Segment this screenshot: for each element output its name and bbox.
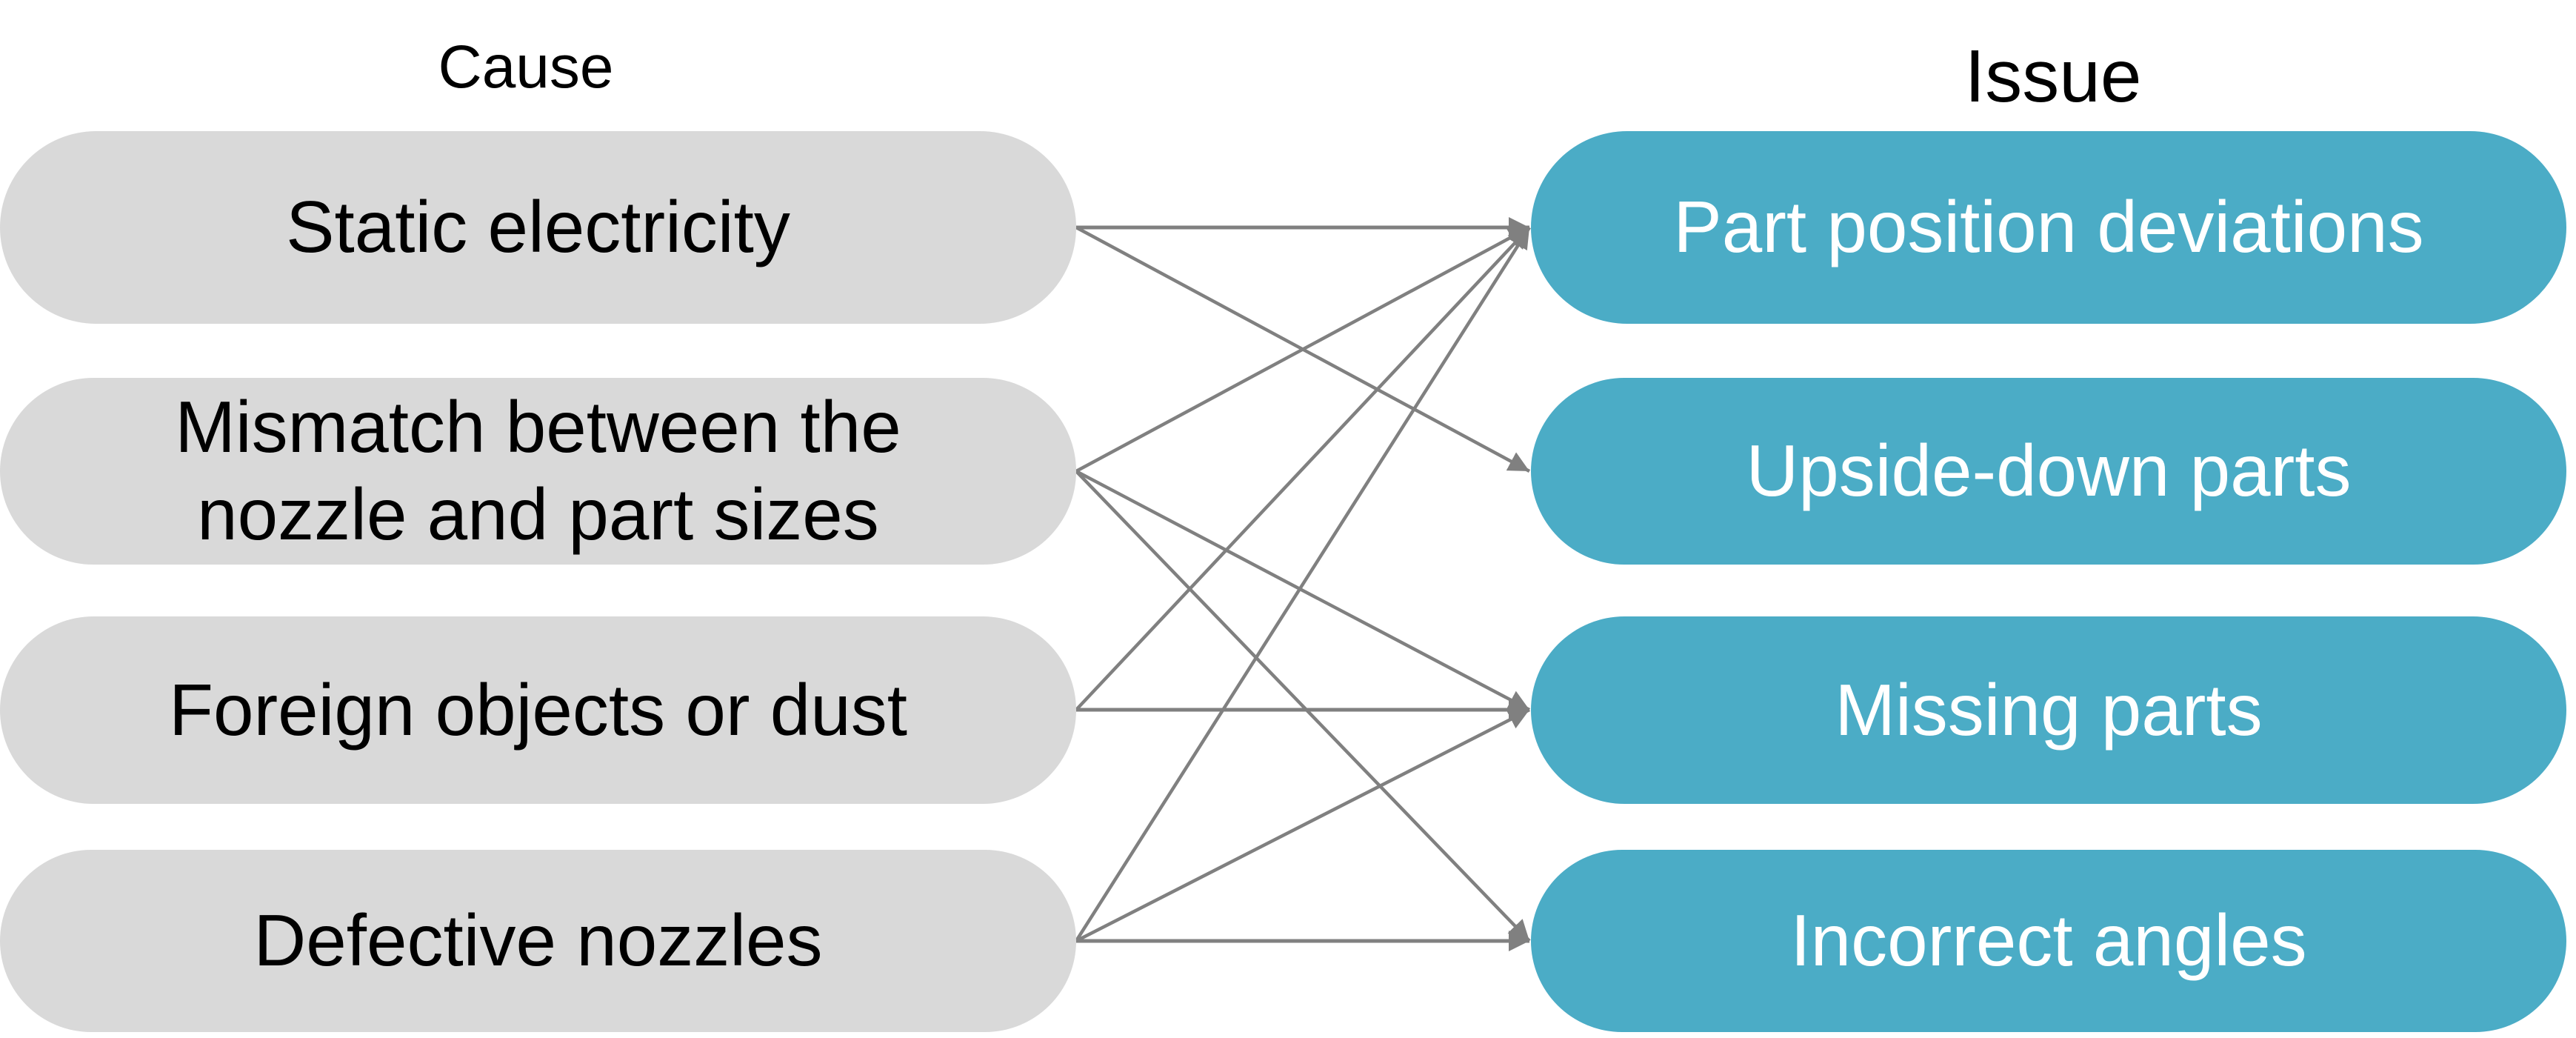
issue-label: Missing parts bbox=[1835, 668, 2263, 751]
issue-label: Incorrect angles bbox=[1790, 899, 2307, 982]
arrow-mismatch-to-missing bbox=[1075, 470, 1531, 711]
cause-label-line-1: Mismatch between the bbox=[175, 386, 901, 468]
cause-column-header: Cause bbox=[438, 33, 614, 101]
cause-label: Foreign objects or dust bbox=[169, 668, 907, 751]
arrow-mismatch-to-angles bbox=[1075, 470, 1531, 942]
cause-node-nozzle-size-mismatch: Mismatch between the nozzle and part siz… bbox=[0, 378, 1076, 565]
cause-node-static-electricity: Static electricity bbox=[0, 131, 1076, 324]
issue-node-incorrect-angles: Incorrect angles bbox=[1531, 850, 2566, 1032]
cause-node-defective-nozzles: Defective nozzles bbox=[0, 850, 1076, 1032]
issue-node-missing-parts: Missing parts bbox=[1531, 616, 2566, 804]
arrow-static-to-upside bbox=[1075, 226, 1531, 473]
cause-label: Static electricity bbox=[286, 186, 790, 268]
cause-label-line-2: nozzle and part sizes bbox=[197, 473, 879, 555]
issue-node-part-position-deviations: Part position deviations bbox=[1531, 131, 2566, 324]
issue-label: Part position deviations bbox=[1673, 186, 2424, 268]
issue-column-header: Issue bbox=[1964, 35, 2142, 118]
arrow-defective-to-missing bbox=[1075, 708, 1531, 943]
arrow-mismatch-to-position bbox=[1075, 226, 1531, 473]
issue-label: Upside-down parts bbox=[1746, 430, 2352, 512]
issue-node-upside-down-parts: Upside-down parts bbox=[1531, 378, 2566, 565]
arrow-foreign-to-position bbox=[1075, 226, 1531, 711]
cause-label: Defective nozzles bbox=[253, 899, 823, 982]
arrow-defective-to-position bbox=[1075, 226, 1531, 942]
cause-node-foreign-objects: Foreign objects or dust bbox=[0, 616, 1076, 804]
